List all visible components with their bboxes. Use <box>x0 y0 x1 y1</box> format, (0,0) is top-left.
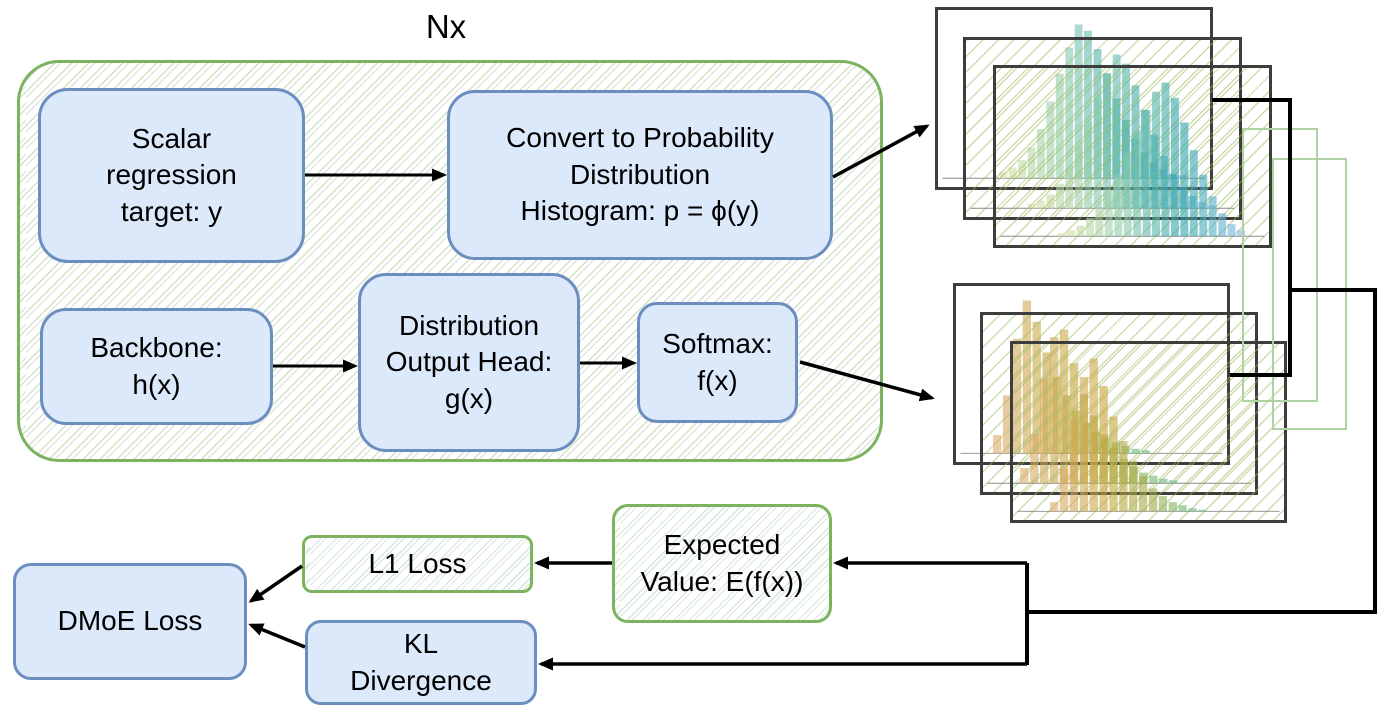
arrow-l1-to-dmoe <box>248 564 303 603</box>
node-scalar-regression-target-label: Scalar regression target: y <box>106 122 237 227</box>
node-softmax: Softmax: f(x) <box>637 302 798 423</box>
node-backbone: Backbone: h(x) <box>40 308 273 425</box>
node-convert-to-probability: Convert to Probability Distribution Hist… <box>447 90 833 260</box>
node-dmoe-loss: DMoE Loss <box>13 563 247 680</box>
node-kl-divergence: KL Divergence <box>305 620 537 705</box>
histogram-card-target-front <box>993 65 1272 248</box>
node-distribution-output-head-label: Distribution Output Head: g(x) <box>385 309 553 414</box>
repeat-count-label: Nx <box>425 8 467 45</box>
node-expected-value-label: Expected Value: E(f(x)) <box>640 529 804 597</box>
node-kl-divergence-label: KL Divergence <box>350 628 492 696</box>
node-scalar-regression-target: Scalar regression target: y <box>38 88 305 263</box>
node-l1-loss: L1 Loss <box>302 535 533 593</box>
node-convert-to-probability-label: Convert to Probability Distribution Hist… <box>506 122 774 227</box>
node-dmoe-loss-label: DMoE Loss <box>57 605 203 637</box>
arrow-kl-to-dmoe <box>248 623 306 649</box>
node-l1-loss-label: L1 Loss <box>368 547 467 579</box>
node-expected-value: Expected Value: E(f(x)) <box>612 504 832 623</box>
target-histogram-front-plot <box>1000 82 1265 237</box>
node-backbone-label: Backbone: h(x) <box>90 332 223 400</box>
ghost-card-frame-2 <box>1272 158 1347 430</box>
node-softmax-label: Softmax: f(x) <box>662 328 773 396</box>
node-distribution-output-head: Distribution Output Head: g(x) <box>358 273 580 452</box>
